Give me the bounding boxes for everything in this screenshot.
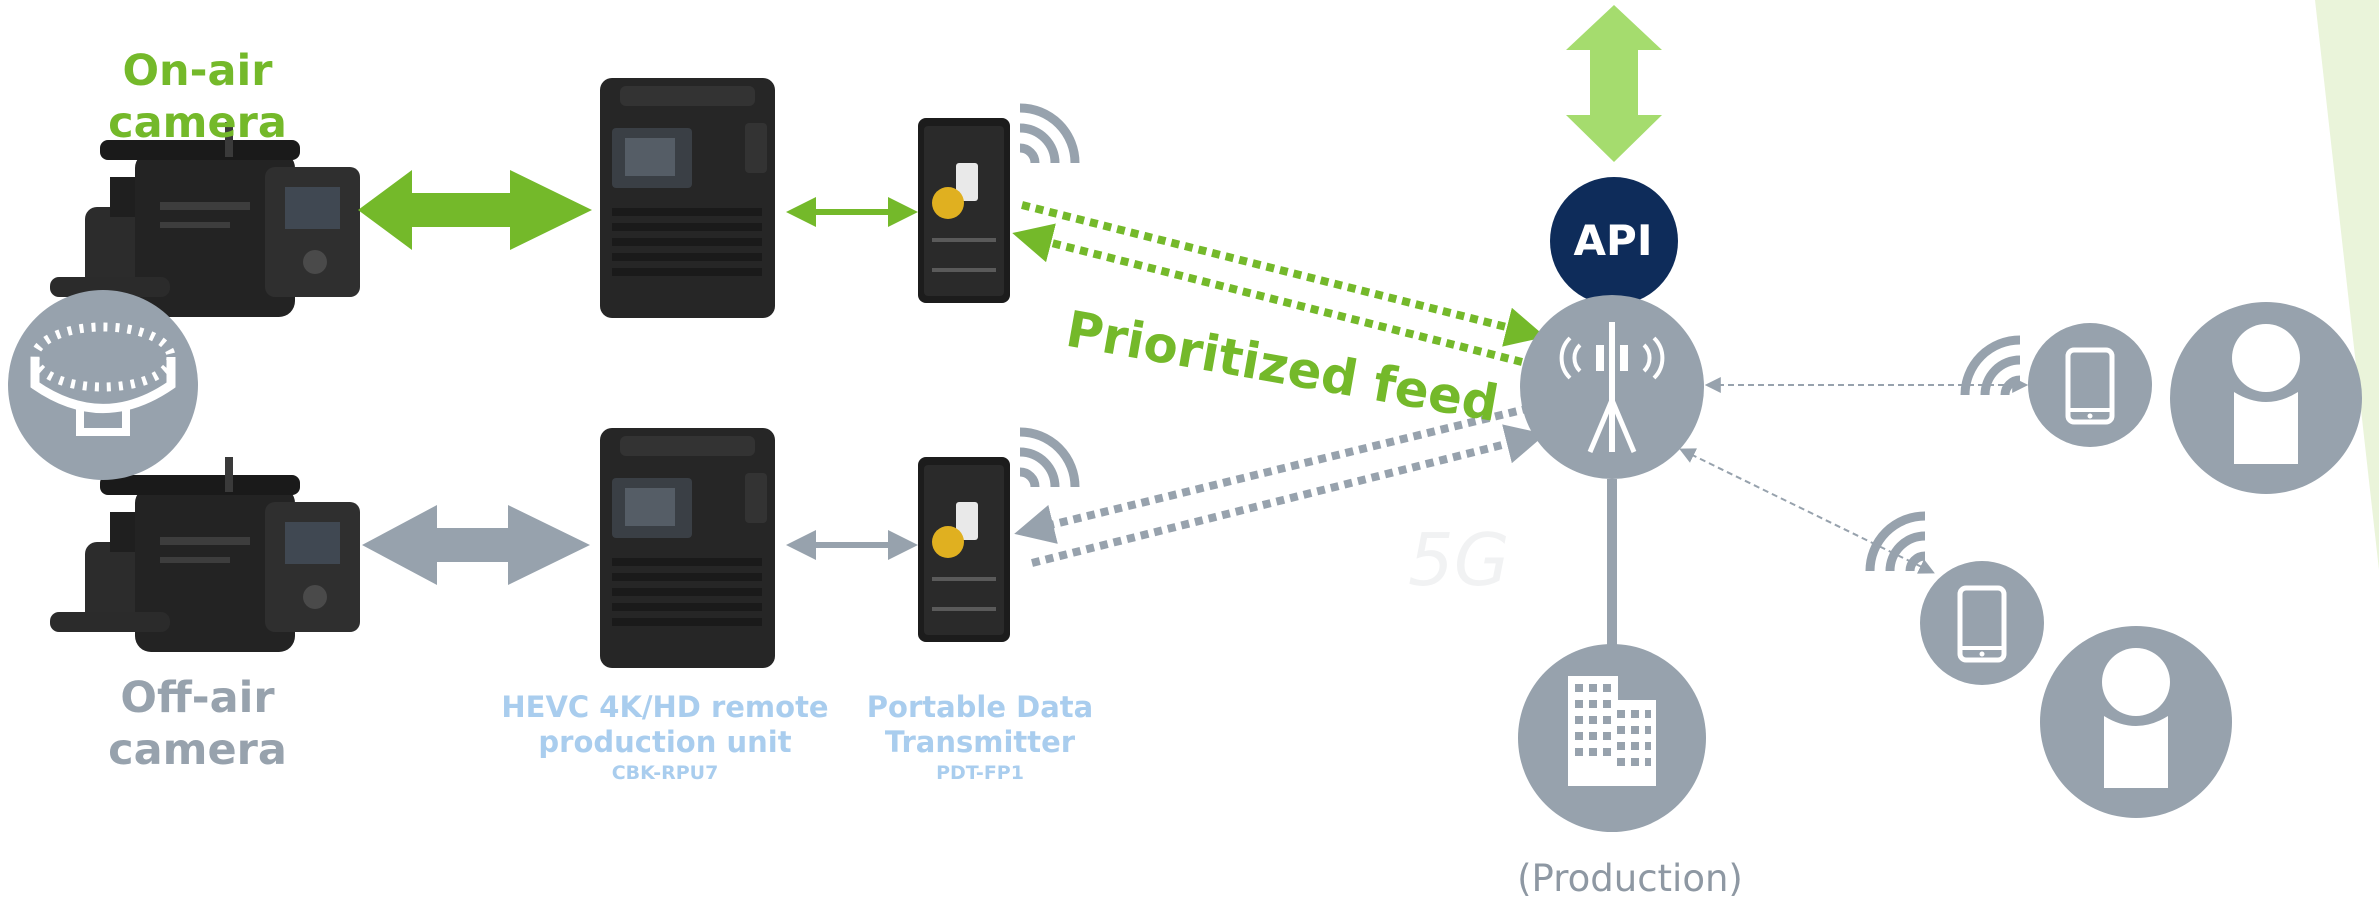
remote-production-unit-icon <box>600 78 775 318</box>
wifi-signal-icon <box>1020 108 1075 163</box>
remote-unit-model: CBK-RPU7 <box>611 762 719 784</box>
off-air-camera-icon <box>50 457 360 652</box>
wifi-signal-icon <box>1965 340 2020 395</box>
data-transmitter-icon <box>918 118 1010 303</box>
remote-production-unit-icon <box>600 428 775 668</box>
building-icon <box>1518 644 1706 832</box>
off-air-feed-links <box>1014 404 1546 567</box>
remote-unit-name: HEVC 4K/HD remote production unit <box>501 690 829 759</box>
transmitter-name: Portable Data Transmitter <box>866 690 1094 759</box>
phone-link-arrow <box>1679 448 1935 574</box>
smartphone-icon <box>1920 561 2044 685</box>
on-air-camera-link-arrow <box>358 170 592 250</box>
stadium-icon <box>8 290 198 480</box>
production-label: (Production) <box>1517 857 1743 900</box>
person-icon <box>2170 302 2362 494</box>
cell-tower-icon <box>1520 295 1704 479</box>
api-access-arrow <box>1566 5 1662 162</box>
api-badge <box>1550 177 1678 305</box>
remote-unit-label: HEVC 4K/HD remote production unit CBK-RP… <box>470 690 860 786</box>
data-transmitter-icon <box>918 457 1010 642</box>
transmitter-model: PDT-FP1 <box>936 762 1024 784</box>
wifi-signal-icon <box>1870 516 1925 571</box>
watermark-logo: 5G <box>1408 518 1510 602</box>
on-air-camera-icon <box>50 122 360 317</box>
edge-decoration <box>2315 0 2379 570</box>
api-label: API <box>1573 216 1653 265</box>
wifi-signal-icon <box>1020 432 1075 487</box>
person-icon <box>2040 626 2232 818</box>
transmitter-label: Portable Data Transmitter PDT-FP1 <box>850 690 1110 786</box>
on-air-camera-label: On-air camera <box>108 46 287 148</box>
off-air-camera-link-arrow <box>362 505 590 585</box>
off-air-camera-label: Off-air camera <box>108 673 287 775</box>
prioritized-feed-links <box>1012 201 1546 366</box>
smartphone-icon <box>2028 323 2152 447</box>
